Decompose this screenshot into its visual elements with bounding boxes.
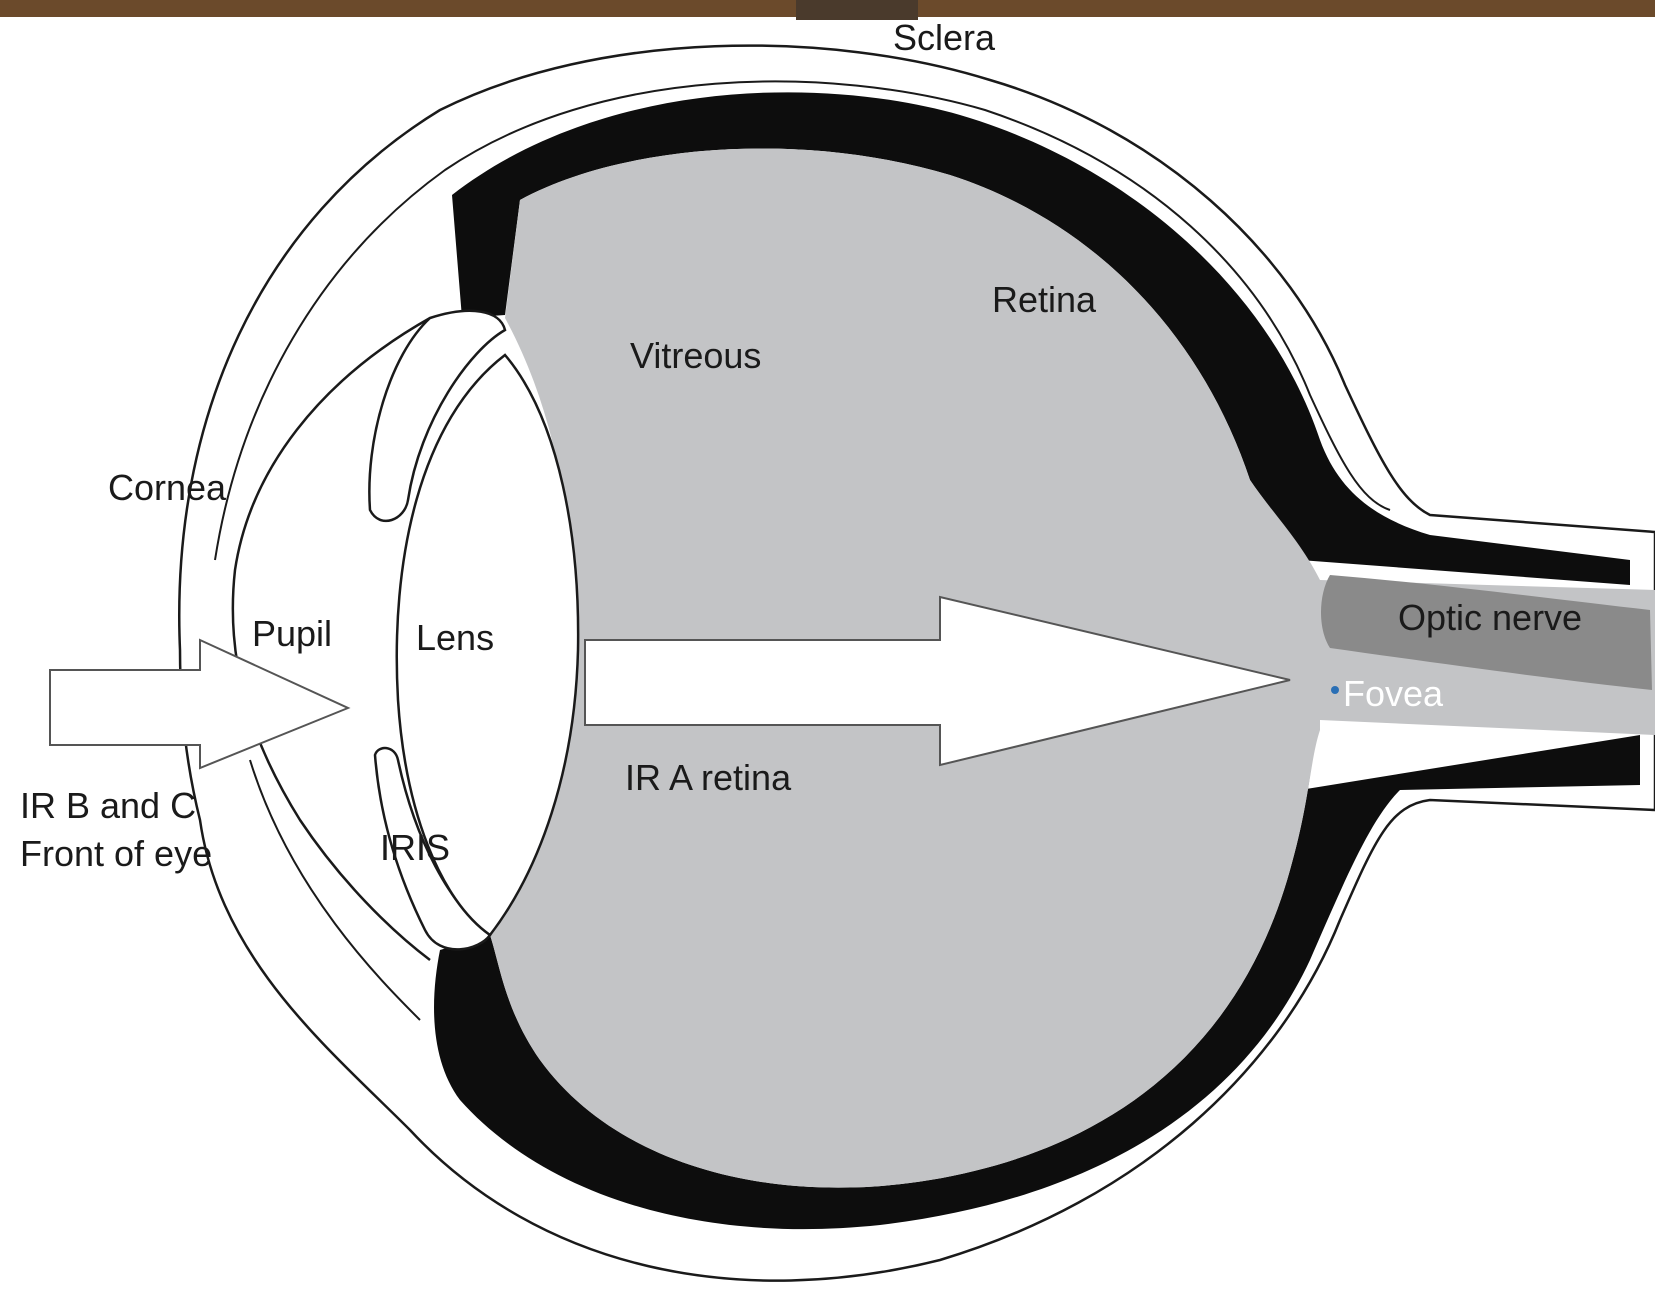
label-vitreous: Vitreous (630, 335, 761, 376)
label-sclera: Sclera (893, 17, 996, 58)
label-iris: IRIS (380, 827, 450, 868)
label-ir-a-retina: IR A retina (625, 757, 792, 798)
label-cornea: Cornea (108, 467, 227, 508)
label-fovea: Fovea (1343, 673, 1444, 714)
label-optic-nerve: Optic nerve (1398, 597, 1582, 638)
label-lens: Lens (416, 617, 494, 658)
label-retina: Retina (992, 279, 1097, 320)
label-front-of-eye: Front of eye (20, 833, 212, 874)
label-pupil: Pupil (252, 613, 332, 654)
fovea-marker (1331, 686, 1339, 694)
label-ir-b-c: IR B and C (20, 785, 196, 826)
